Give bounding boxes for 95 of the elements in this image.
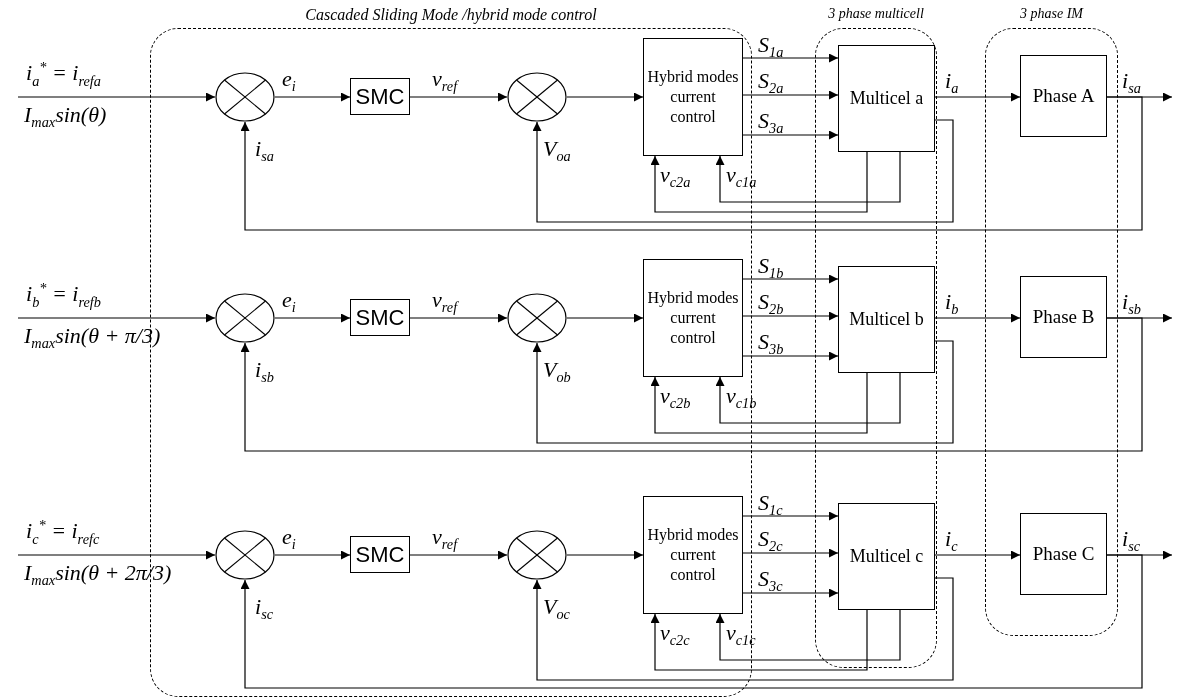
block-box: Hybrid modes current control xyxy=(643,259,743,377)
arrow xyxy=(566,92,644,102)
edge-label: i$_{b}$$^{*}$ = i$_{refb}$ xyxy=(26,281,101,309)
arrow xyxy=(742,548,839,558)
block-box: Multicel b xyxy=(838,266,935,373)
arrow xyxy=(742,311,839,321)
group-title: Cascaded Sliding Mode /hybrid mode control xyxy=(304,6,598,24)
group-title: 3 phase multicell xyxy=(827,6,925,22)
edge-label: e$_{i}$ xyxy=(282,526,296,552)
arrow xyxy=(715,151,901,203)
formula-label: I$_{max}$sin(θ + 2π/3) xyxy=(24,562,172,588)
arrow xyxy=(532,119,954,223)
edge-label: v$_{ref}$ xyxy=(432,68,458,94)
arrow xyxy=(274,550,351,560)
arrow xyxy=(17,92,216,102)
edge-label: v$_{ref}$ xyxy=(432,289,458,315)
edge-label: v$_{c2b}$ xyxy=(660,385,691,411)
edge-label: S$_{3c}$ xyxy=(758,568,783,594)
edge-label: v$_{c1c}$ xyxy=(726,622,756,648)
edge-label: S$_{3b}$ xyxy=(758,331,784,357)
formula-label: I$_{max}$sin(θ + π/3) xyxy=(24,325,161,351)
summing-junction xyxy=(507,293,567,343)
arrow xyxy=(240,96,1143,231)
arrow xyxy=(274,92,351,102)
arrow xyxy=(409,92,508,102)
edge-label: i$_{sa}$ xyxy=(1122,70,1141,96)
arrow xyxy=(17,550,216,560)
edge-label: i$_{a}$$^{*}$ = i$_{refa}$ xyxy=(26,60,101,88)
summing-junction xyxy=(215,530,275,580)
block-box: SMC xyxy=(350,78,410,115)
arrow xyxy=(650,609,868,671)
arrow xyxy=(532,340,954,444)
arrow xyxy=(742,130,839,140)
block-box: Phase C xyxy=(1020,513,1107,595)
edge-label: v$_{c1a}$ xyxy=(726,164,757,190)
summing-junction xyxy=(507,72,567,122)
block-box: SMC xyxy=(350,299,410,336)
edge-label: v$_{ref}$ xyxy=(432,526,458,552)
edge-label: i$_{c}$ xyxy=(945,528,958,554)
arrow xyxy=(240,317,1143,452)
block-box: Phase B xyxy=(1020,276,1107,358)
arrow xyxy=(650,372,868,434)
summing-junction xyxy=(507,530,567,580)
edge-label: v$_{c2a}$ xyxy=(660,164,691,190)
block-box: SMC xyxy=(350,536,410,573)
formula-label: I$_{max}$sin(θ) xyxy=(24,104,107,130)
edge-label: V$_{ob}$ xyxy=(543,359,571,385)
summing-junction xyxy=(215,293,275,343)
block-box: Multicel a xyxy=(838,45,935,152)
block-box: Phase A xyxy=(1020,55,1107,137)
edge-label: i$_{a}$ xyxy=(945,70,959,96)
arrow xyxy=(742,588,839,598)
arrow xyxy=(532,577,954,681)
edge-label: e$_{i}$ xyxy=(282,68,296,94)
edge-label: i$_{sa}$ xyxy=(255,138,274,164)
edge-label: i$_{sc}$ xyxy=(1122,528,1141,554)
edge-label: S$_{1b}$ xyxy=(758,255,784,281)
arrow xyxy=(742,90,839,100)
group-title: 3 phase IM xyxy=(1019,6,1085,22)
arrow xyxy=(742,351,839,361)
edge-label: S$_{1a}$ xyxy=(758,34,784,60)
arrow xyxy=(566,313,644,323)
edge-label: S$_{3a}$ xyxy=(758,110,784,136)
arrow xyxy=(934,550,1021,560)
edge-label: i$_{sc}$ xyxy=(255,596,274,622)
edge-label: i$_{sb}$ xyxy=(255,359,274,385)
arrow xyxy=(240,554,1143,689)
edge-label: S$_{2a}$ xyxy=(758,70,784,96)
arrow xyxy=(274,313,351,323)
edge-label: S$_{1c}$ xyxy=(758,492,783,518)
block-box: Hybrid modes current control xyxy=(643,38,743,156)
arrow xyxy=(566,550,644,560)
arrow xyxy=(650,151,868,213)
block-box: Multicel c xyxy=(838,503,935,610)
edge-label: i$_{sb}$ xyxy=(1122,291,1141,317)
edge-label: v$_{c2c}$ xyxy=(660,622,690,648)
arrow xyxy=(742,274,839,284)
arrow xyxy=(17,313,216,323)
arrow xyxy=(409,313,508,323)
block-box: Hybrid modes current control xyxy=(643,496,743,614)
edge-label: i$_{c}$$^{*}$ = i$_{refc}$ xyxy=(26,518,100,546)
arrow xyxy=(409,550,508,560)
arrow xyxy=(934,92,1021,102)
arrow xyxy=(742,53,839,63)
edge-label: V$_{oc}$ xyxy=(543,596,570,622)
edge-label: S$_{2c}$ xyxy=(758,528,783,554)
arrow xyxy=(934,313,1021,323)
edge-label: V$_{oa}$ xyxy=(543,138,571,164)
edge-label: e$_{i}$ xyxy=(282,289,296,315)
arrow xyxy=(715,372,901,424)
summing-junction xyxy=(215,72,275,122)
edge-label: S$_{2b}$ xyxy=(758,291,784,317)
edge-label: i$_{b}$ xyxy=(945,291,959,317)
arrow xyxy=(742,511,839,521)
arrow xyxy=(715,609,901,661)
